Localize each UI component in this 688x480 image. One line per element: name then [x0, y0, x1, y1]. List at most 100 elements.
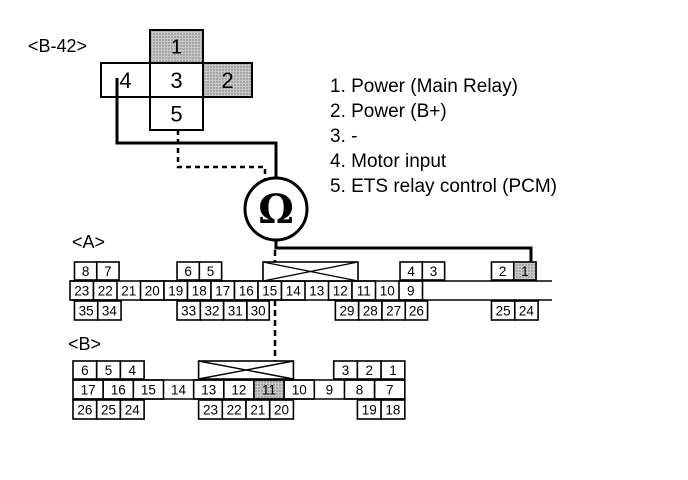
connector-b-pin-19: 19 — [356, 399, 382, 420]
connector-b-pin-label: 3 — [342, 363, 350, 378]
connector-b-pin-label: 7 — [386, 383, 394, 398]
connector-a-pin-label: 9 — [407, 284, 415, 299]
legend-item-4: 4. Motor input — [330, 151, 447, 172]
connector-b-pin-16: 16 — [102, 379, 135, 400]
connector-b-pin-label: 16 — [111, 383, 126, 398]
connector-b-pin-20: 20 — [268, 399, 295, 420]
connector-a-pin-label: 20 — [145, 284, 160, 299]
connector-a-pin-24: 24 — [513, 300, 539, 321]
connector-a-pin-label: 26 — [409, 304, 424, 319]
title-connector-b: <B> — [68, 334, 101, 354]
connector-a-pin-23: 23 — [69, 280, 95, 301]
connector-a-pin-label: 30 — [251, 304, 266, 319]
connector-a-pin-33: 33 — [176, 300, 202, 321]
connector-a-pin-3: 3 — [421, 261, 446, 281]
connector-b-pin-8: 8 — [343, 379, 376, 400]
connector-b-pin-5: 5 — [95, 360, 122, 380]
connector-b-pin-label: 18 — [385, 403, 400, 418]
connector-b-pin-24: 24 — [119, 399, 145, 420]
connector-a-pin-label: 19 — [168, 284, 183, 299]
connector-a-pin-16: 16 — [233, 280, 259, 301]
connector-a-blank-cavity — [262, 261, 359, 282]
legend-item-5: 5. ETS relay control (PCM) — [330, 176, 557, 197]
connector-b-pin-4: 4 — [119, 360, 145, 380]
connector-b-pin-label: 22 — [227, 403, 242, 418]
connector-b-pin-label: 20 — [274, 403, 289, 418]
connector-b-pin-label: 14 — [171, 383, 187, 398]
ohmmeter-circle — [243, 176, 309, 242]
connector-a-pin-label: 25 — [496, 304, 511, 319]
connector-b-pin-label: 6 — [81, 363, 89, 378]
connector-b-pin-label: 15 — [141, 383, 156, 398]
connector-b-pin-3: 3 — [332, 360, 359, 380]
connector-b-pin-label: 8 — [356, 383, 364, 398]
connector-a-pin-26: 26 — [404, 300, 429, 321]
connector-a-pin-label: 11 — [357, 284, 371, 299]
connector-b-pin-label: 1 — [389, 363, 397, 378]
connector-a-pin-25: 25 — [490, 300, 516, 321]
connector-b-pin-2: 2 — [356, 360, 382, 380]
connector-a-pin-7: 7 — [95, 261, 120, 281]
connector-a-pin-label: 18 — [192, 284, 207, 299]
connector-a-pin-18: 18 — [186, 280, 212, 301]
connector-a-pin-label: 35 — [79, 304, 94, 319]
b42-pin-label: 4 — [119, 68, 131, 93]
connector-b-pin-label: 21 — [250, 403, 265, 418]
connector-a-pin-17: 17 — [210, 280, 236, 301]
connector-a-pin-32: 32 — [199, 300, 225, 321]
connector-a-pin-31: 31 — [222, 300, 248, 321]
connector-a-pin-label: 29 — [340, 304, 355, 319]
connector-a-pin-label: 5 — [207, 264, 215, 279]
connector-a-pin-22: 22 — [92, 280, 118, 301]
connector-a-pin-label: 6 — [184, 264, 192, 279]
title-b42: <B-42> — [28, 36, 87, 56]
connector-a-pin-label: 31 — [228, 304, 243, 319]
wire-dashed-pin5 — [176, 130, 267, 180]
legend-item-1: 1. Power (Main Relay) — [330, 76, 518, 97]
connector-b-pin-18: 18 — [380, 399, 406, 420]
connector-a-pin-label: 34 — [102, 304, 118, 319]
connector-a-pin-label: 21 — [121, 284, 136, 299]
connector-b-pin-12: 12 — [223, 379, 255, 400]
connector-b-pin-label: 13 — [201, 383, 216, 398]
connector-a-pin-label: 4 — [407, 264, 415, 279]
connector-b-pin-17: 17 — [72, 379, 104, 400]
connector-a-pin-label: 1 — [521, 264, 529, 279]
connector-b-pin-14: 14 — [171, 383, 187, 398]
connector-a-pin-label: 24 — [519, 304, 535, 319]
connector-b-pin-label: 19 — [362, 403, 377, 418]
connector-b-pin-label: 17 — [81, 383, 96, 398]
connector-a-pin-1: 1 — [512, 261, 537, 281]
connector-a-pin-5: 5 — [198, 261, 223, 281]
b42-pin-1: 1 — [149, 29, 204, 64]
connector-a-pin-11: 11 — [351, 280, 377, 301]
connector-a-pin-29: 29 — [334, 300, 360, 321]
connector-b-pin-7: 7 — [373, 379, 406, 400]
connector-b-pin-23: 23 — [197, 399, 224, 420]
connector-a-pin-13: 13 — [309, 284, 324, 299]
connector-a-pin-4: 4 — [399, 261, 424, 281]
connector-a-pin-6: 6 — [176, 261, 201, 281]
connector-a-pin-10: 10 — [380, 284, 395, 299]
connector-b-pin-11: 11 — [253, 379, 285, 400]
connector-b-pin-label: 9 — [326, 383, 334, 398]
b42-pin-label: 2 — [221, 68, 233, 93]
connector-b-pin-label: 12 — [231, 383, 246, 398]
connector-a-pin-12: 12 — [327, 280, 353, 301]
b42-pin-3: 3 — [149, 62, 204, 98]
connector-a-pin-label: 14 — [286, 284, 302, 299]
connector-b-pin-21: 21 — [245, 399, 271, 420]
connector-b-pin-label: 2 — [365, 363, 373, 378]
connector-a-pin-label: 22 — [98, 284, 113, 299]
b42-pin-label: 1 — [171, 37, 182, 59]
connector-a-pin-14: 14 — [280, 280, 306, 301]
connector-a-pin-28: 28 — [357, 300, 383, 321]
ohm-symbol: Ω — [258, 186, 294, 233]
wire-solid-pin4 — [115, 78, 278, 185]
connector-a-pin-label: 23 — [74, 284, 89, 299]
b42-pin-label: 3 — [170, 68, 182, 93]
b42-pin-5: 5 — [149, 96, 204, 131]
ohmmeter: Ω — [243, 176, 309, 242]
